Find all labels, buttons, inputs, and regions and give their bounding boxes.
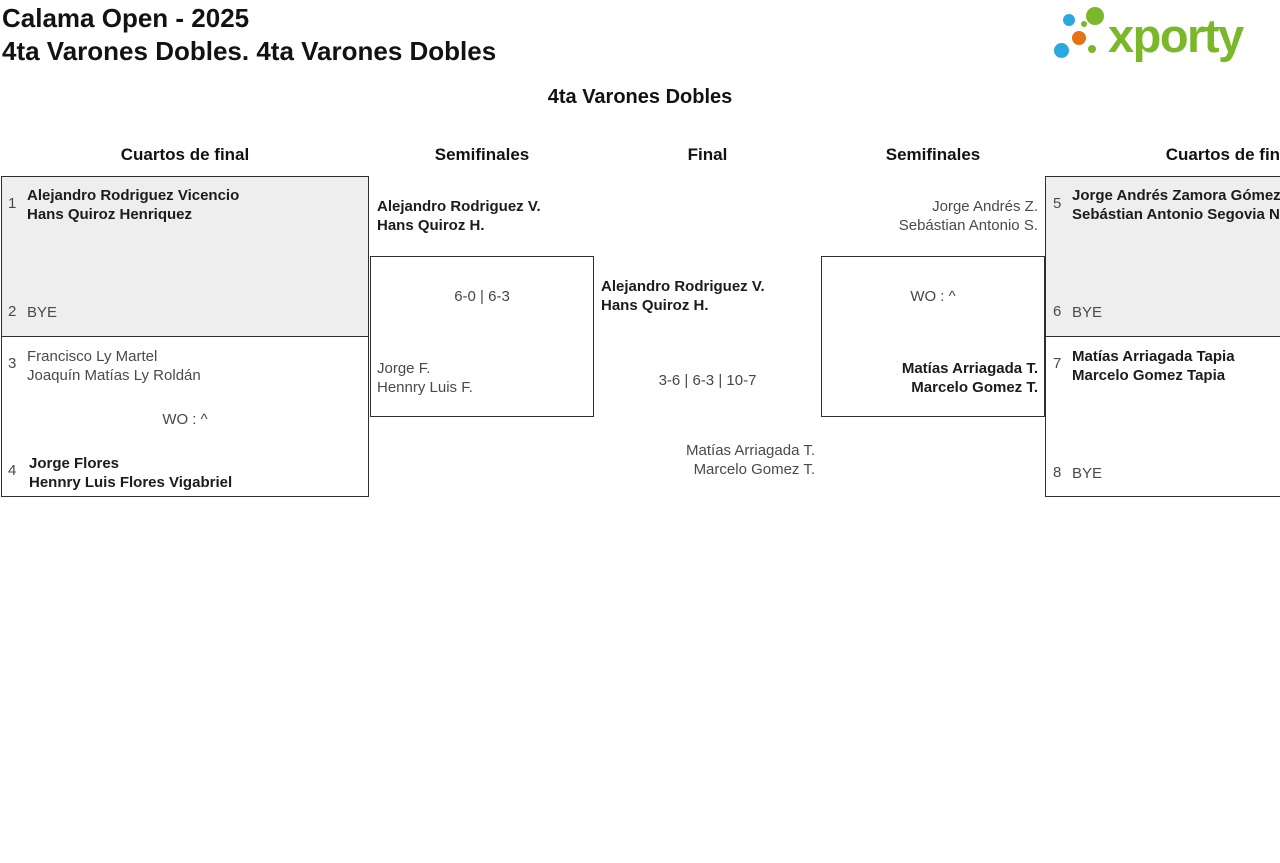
tournament-title-line1: Calama Open - 2025 bbox=[2, 3, 250, 33]
team-final-top: Alejandro Rodriguez V. Hans Quiroz H. bbox=[601, 277, 765, 315]
team-name-line: Francisco Ly Martel bbox=[27, 348, 158, 365]
logo-dot-green-small-icon bbox=[1088, 45, 1096, 53]
xporty-wordmark: xporty bbox=[1108, 9, 1244, 62]
team-name-line: Joaquín Matías Ly Roldán bbox=[27, 367, 201, 384]
round-header-right-quarterfinals: Cuartos de final bbox=[1165, 145, 1280, 164]
seed-2: 2 bbox=[8, 303, 17, 320]
team-name-line: Sebástian Antonio Segovia Nu bbox=[1072, 206, 1280, 223]
team-sf-left-bottom: Jorge F. Hennry Luis F. bbox=[377, 359, 473, 397]
tournament-title-line2: 4ta Varones Dobles. 4ta Varones Dobles bbox=[2, 36, 497, 66]
score-sf-right: WO : ^ bbox=[910, 288, 956, 305]
team-name-line: Jorge F. bbox=[377, 360, 431, 377]
team-qf-left-1-bottom-bye: BYE bbox=[27, 304, 58, 321]
team-qf-right-2-top: Matías Arriagada Tapia Marcelo Gomez Tap… bbox=[1072, 347, 1235, 385]
match-box-qf-right-1[interactable] bbox=[1045, 176, 1280, 337]
score-final: 3-6 | 6-3 | 10-7 bbox=[658, 372, 757, 389]
round-header-left-quarterfinals: Cuartos de final bbox=[120, 145, 250, 164]
team-name-line: Marcelo Gomez Tapia bbox=[1072, 367, 1226, 384]
logo-dot-blue-large-icon bbox=[1054, 43, 1069, 58]
seed-6: 6 bbox=[1053, 303, 1062, 320]
team-name-line: Jorge Flores bbox=[29, 455, 120, 472]
logo-dot-green-large-icon bbox=[1086, 7, 1104, 25]
seed-3: 3 bbox=[8, 355, 17, 372]
match-box-qf-right-2[interactable] bbox=[1045, 336, 1280, 497]
team-name-line: Sebástian Antonio S. bbox=[898, 217, 1038, 234]
team-qf-right-1-bottom-bye: BYE bbox=[1072, 304, 1103, 321]
xporty-logo[interactable]: xporty bbox=[1050, 0, 1280, 70]
seed-8: 8 bbox=[1053, 464, 1062, 481]
team-name-line: Hennry Luis Flores Vigabriel bbox=[29, 474, 233, 491]
team-sf-left-top: Alejandro Rodriguez V. Hans Quiroz H. bbox=[377, 197, 541, 235]
team-qf-left-2-bottom: Jorge Flores Hennry Luis Flores Vigabrie… bbox=[29, 454, 232, 492]
match-box-sf-left[interactable] bbox=[370, 256, 594, 417]
team-final-bottom: Matías Arriagada T. Marcelo Gomez T. bbox=[594, 441, 815, 479]
seed-5: 5 bbox=[1053, 195, 1062, 212]
team-name-line: Alejandro Rodriguez V. bbox=[377, 198, 541, 215]
team-sf-right-bottom: Matías Arriagada T. Marcelo Gomez T. bbox=[821, 359, 1038, 397]
team-name-line: Hans Quiroz H. bbox=[377, 217, 485, 234]
bracket-subtitle: 4ta Varones Dobles bbox=[547, 86, 733, 108]
team-name-line: Matías Arriagada T. bbox=[901, 360, 1038, 377]
team-name-line: Matías Arriagada T. bbox=[686, 442, 815, 459]
team-name-line: Jorge Andrés Zamora Gómez bbox=[1072, 187, 1280, 204]
team-name-line: Marcelo Gomez T. bbox=[693, 461, 815, 478]
team-name-line: Alejandro Rodriguez V. bbox=[601, 278, 765, 295]
round-header-right-semifinals: Semifinales bbox=[885, 145, 981, 164]
team-name-line: Hans Quiroz Henriquez bbox=[27, 206, 193, 223]
team-name-line: Matías Arriagada Tapia bbox=[1072, 348, 1235, 365]
score-qf-left-2: WO : ^ bbox=[162, 411, 208, 428]
seed-4: 4 bbox=[8, 462, 17, 479]
team-sf-right-top: Jorge Andrés Z. Sebástian Antonio S. bbox=[821, 197, 1038, 235]
match-box-qf-left-2[interactable] bbox=[1, 336, 369, 497]
logo-dot-blue-small-icon bbox=[1063, 14, 1075, 26]
seed-7: 7 bbox=[1053, 355, 1062, 372]
seed-1: 1 bbox=[8, 195, 17, 212]
team-qf-left-2-top: Francisco Ly Martel Joaquín Matías Ly Ro… bbox=[27, 347, 201, 385]
match-box-sf-right[interactable] bbox=[821, 256, 1045, 417]
team-qf-right-1-top: Jorge Andrés Zamora Gómez Sebástian Anto… bbox=[1072, 186, 1280, 224]
team-name-line: Hennry Luis F. bbox=[377, 379, 473, 396]
team-qf-left-1-top: Alejandro Rodriguez Vicencio Hans Quiroz… bbox=[27, 186, 239, 224]
team-name-line: Jorge Andrés Z. bbox=[932, 198, 1038, 215]
logo-dot-orange-icon bbox=[1072, 31, 1086, 45]
team-qf-right-2-bottom-bye: BYE bbox=[1072, 465, 1103, 482]
team-name-line: Hans Quiroz H. bbox=[601, 297, 709, 314]
logo-dot-green-tiny-icon bbox=[1081, 21, 1087, 27]
score-sf-left: 6-0 | 6-3 bbox=[454, 288, 510, 305]
round-header-left-semifinals: Semifinales bbox=[434, 145, 530, 164]
round-header-final: Final bbox=[687, 145, 728, 164]
team-name-line: Alejandro Rodriguez Vicencio bbox=[27, 187, 240, 204]
team-name-line: Marcelo Gomez T. bbox=[911, 379, 1038, 396]
